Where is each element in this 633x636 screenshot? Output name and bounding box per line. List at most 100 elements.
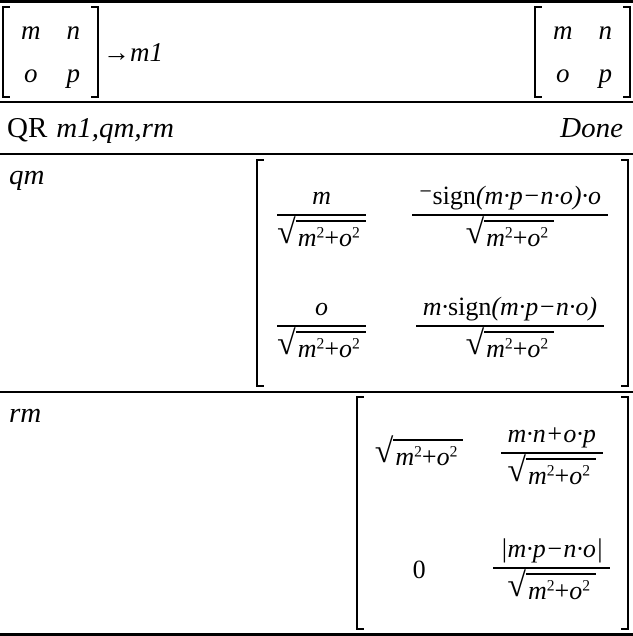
radical-sign: √	[465, 325, 485, 362]
matrix-cell: m	[21, 15, 41, 45]
numerator-prefix: m·	[422, 292, 449, 321]
store-expression: →m1	[103, 37, 163, 68]
sqrt-expression: √m2+o2	[466, 327, 555, 365]
sign-function-args: (m·p−n·o)	[491, 292, 598, 321]
numerator: m·n+o·p	[507, 419, 596, 449]
sqrt-expression: √m2+o2	[277, 327, 366, 365]
right-bracket-icon	[91, 6, 99, 98]
result-matrix: m n o p	[534, 6, 631, 98]
matrix-cell-fraction: o √m2+o2	[277, 292, 366, 365]
sign-function-name: sign	[432, 181, 476, 211]
numerator-abs-value: |m·p−n·o|	[500, 534, 603, 563]
qr-result: Done	[560, 111, 623, 144]
exponent: 2	[414, 443, 422, 461]
qr-command: QR	[7, 111, 48, 144]
radicand-var: m	[297, 223, 317, 253]
input-matrix: m n o p	[2, 6, 99, 98]
radicand-var: o	[338, 223, 352, 253]
radical-sign: √	[465, 214, 485, 252]
exponent: 2	[582, 577, 590, 595]
numerator: m	[312, 181, 331, 211]
entry1-input-expression: m n o p →m1	[2, 6, 163, 98]
rm-result-matrix: √m2+o2 m·n+o·p √m2+o2 0 |m·p−n·o| √m2+o2	[355, 396, 629, 630]
plus-operator: +	[324, 334, 339, 363]
matrix-cell: p	[598, 58, 613, 88]
matrix-cell-fraction: ⁻sign(m·p−n·o)·o √m2+o2	[411, 181, 608, 254]
left-bracket-icon	[256, 159, 265, 387]
radicand-var: o	[338, 334, 352, 363]
right-bracket-icon	[621, 396, 629, 630]
plus-operator: +	[512, 223, 528, 253]
radical-sign: √	[507, 452, 526, 490]
radicand-var: o	[436, 441, 450, 471]
qr-arguments: m1,qm,rm	[56, 111, 174, 144]
plus-operator: +	[554, 461, 570, 491]
sqrt-expression: √m2+o2	[375, 434, 464, 473]
left-bracket-icon	[355, 396, 364, 630]
exponent: 2	[449, 443, 458, 461]
radical-sign: √	[507, 567, 526, 604]
radicand-var: o	[569, 461, 583, 491]
matrix-cell: o	[556, 58, 570, 88]
sqrt-expression: √m2+o2	[466, 216, 555, 254]
variable-label-rm: rm	[9, 397, 42, 429]
left-bracket-icon	[534, 6, 542, 98]
radical-sign: √	[277, 325, 296, 362]
matrix-cell-fraction: |m·p−n·o| √m2+o2	[493, 534, 610, 607]
sqrt-expression: √m2+o2	[507, 569, 596, 607]
exponent: 2	[351, 335, 360, 353]
exponent: 2	[540, 335, 549, 353]
qm-result-matrix: m √m2+o2 ⁻sign(m·p−n·o)·o √m2+o2	[256, 159, 629, 387]
exponent: 2	[316, 335, 325, 353]
sign-function-args: (m·p−n·o)·o	[475, 181, 601, 211]
radicand-var: m	[486, 223, 505, 253]
right-bracket-icon	[621, 159, 629, 387]
store-arrow: →	[103, 36, 130, 67]
matrix-cell-fraction: m·n+o·p √m2+o2	[500, 419, 603, 492]
plus-operator: +	[324, 223, 339, 253]
matrix-cell: √m2+o2	[375, 434, 464, 473]
matrix-cell: n	[598, 15, 613, 45]
radicand-var: o	[569, 576, 583, 605]
radicand-var: m	[527, 461, 547, 491]
matrix-cell: p	[66, 58, 81, 88]
exponent: 2	[504, 335, 513, 353]
matrix-cell-fraction: m √m2+o2	[277, 181, 366, 254]
exponent: 2	[540, 224, 549, 242]
history-entry-store-matrix[interactable]: m n o p →m1 m n o p	[0, 3, 633, 103]
sqrt-expression: √m2+o2	[507, 454, 596, 492]
plus-operator: +	[512, 334, 528, 363]
sign-function-name: sign	[448, 292, 492, 321]
radicand-var: m	[486, 334, 505, 363]
exponent: 2	[316, 224, 325, 242]
radicand-var: m	[395, 441, 415, 471]
matrix-cell: n	[66, 15, 81, 45]
plus-operator: +	[554, 576, 570, 605]
radicand-var: m	[527, 576, 547, 605]
numerator: o	[314, 292, 328, 321]
radicand-var: o	[527, 334, 541, 363]
matrix-cell: o	[24, 58, 38, 88]
radicand-var: m	[297, 334, 317, 363]
matrix-cell: 0	[412, 555, 426, 585]
store-target-variable: m1	[130, 36, 163, 67]
sqrt-expression: √m2+o2	[277, 216, 366, 254]
radical-sign: √	[374, 432, 394, 470]
exponent: 2	[504, 224, 513, 242]
exponent: 2	[546, 577, 555, 595]
exponent: 2	[582, 462, 590, 480]
radicand-var: o	[527, 223, 541, 253]
variable-label-qm: qm	[9, 159, 45, 191]
matrix-cell: m	[553, 15, 573, 45]
right-bracket-icon	[623, 6, 631, 98]
negation-sign: ⁻	[418, 181, 433, 211]
plus-operator: +	[421, 441, 437, 471]
radical-sign: √	[277, 214, 296, 252]
exponent: 2	[351, 224, 360, 242]
matrix-cell-fraction: m·sign(m·p−n·o) √m2+o2	[415, 292, 605, 365]
history-entry-qm[interactable]: qm m √m2+o2 ⁻sign(m·p−n·o)·o √m2+	[0, 155, 633, 393]
history-entry-rm[interactable]: rm √m2+o2 m·n+o·p √m2+o2 0	[0, 393, 633, 633]
